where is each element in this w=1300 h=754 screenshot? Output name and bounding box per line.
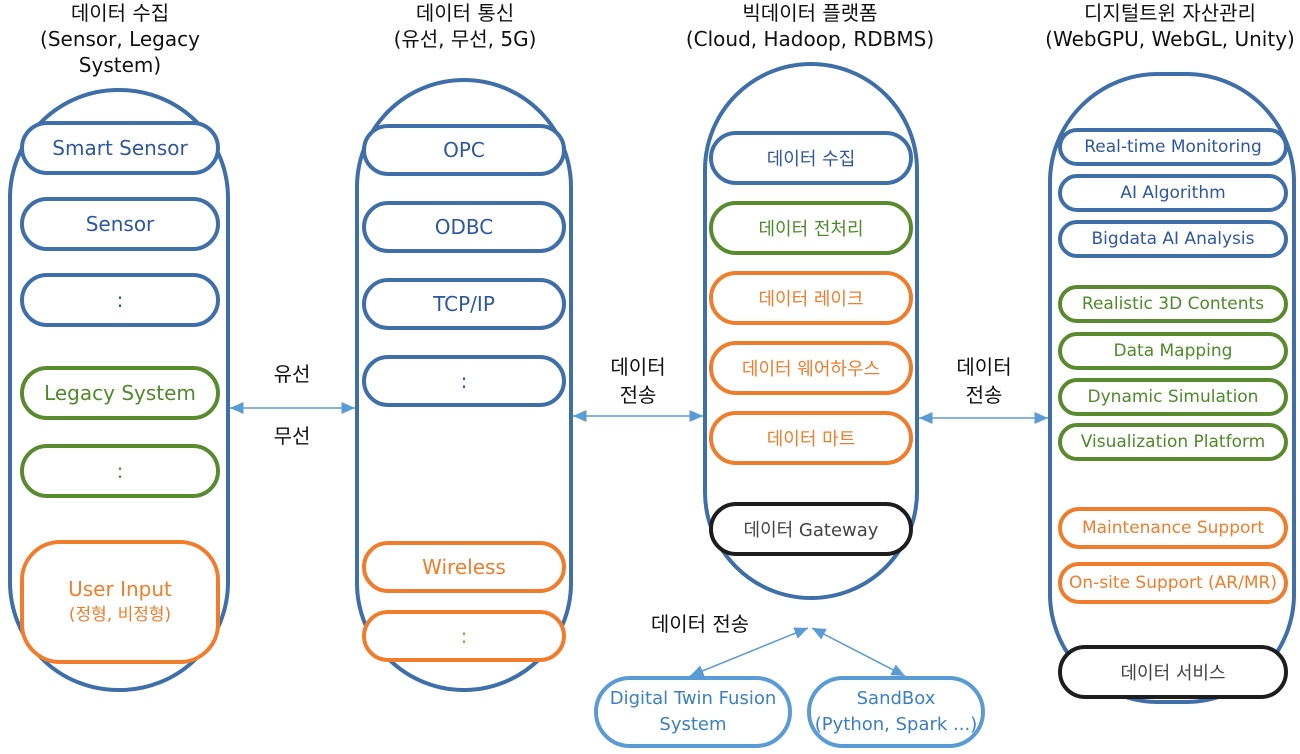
header-data-collection: 데이터 수집 (Sensor, Legacy System) xyxy=(0,0,240,78)
item-label: ODBC xyxy=(434,215,494,239)
item-ellipsis: : xyxy=(20,273,220,327)
item-realtime-monitoring: Real-time Monitoring xyxy=(1058,128,1288,166)
label-wired: 유선 xyxy=(273,362,311,386)
item-dynamic-simulation: Dynamic Simulation xyxy=(1058,378,1288,416)
item-ellipsis: : xyxy=(20,444,220,498)
item-label: 데이터 Gateway xyxy=(743,520,879,541)
header-digital-twin: 디지털트윈 자산관리 (WebGPU, WebGL, Unity) xyxy=(1040,0,1300,52)
item-smart-sensor: Smart Sensor xyxy=(20,121,220,175)
arrow-platform-sandbox xyxy=(811,627,906,677)
label-transfer-1: 데이터 전송 xyxy=(598,353,678,409)
header-bigdata-platform: 빅데이터 플랫폼 (Cloud, Hadoop, RDBMS) xyxy=(680,0,940,52)
box-label: SandBox xyxy=(856,688,936,709)
item-label: Legacy System xyxy=(44,381,196,405)
item-odbc: ODBC xyxy=(362,201,566,253)
item-tcp-ip: TCP/IP xyxy=(362,278,566,330)
header-title: 데이터 수집 xyxy=(70,1,170,25)
item-bigdata-ai-analysis: Bigdata AI Analysis xyxy=(1058,220,1288,258)
item-wireless: Wireless xyxy=(362,541,566,593)
item-label: Smart Sensor xyxy=(52,136,188,160)
item-label: Wireless xyxy=(422,555,506,579)
box-digital-twin-fusion: Digital Twin Fusion System xyxy=(594,676,792,748)
header-subtitle: (WebGPU, WebGL, Unity) xyxy=(1045,27,1295,51)
header-title: 데이터 통신 xyxy=(415,1,515,25)
item-label: On-site Support (AR/MR) xyxy=(1069,573,1277,593)
item-data-collection: 데이터 수집 xyxy=(709,131,913,185)
item-label: Real-time Monitoring xyxy=(1084,137,1262,157)
box-sandbox: SandBox (Python, Spark ...) xyxy=(807,676,985,748)
item-label: Sensor xyxy=(85,212,155,236)
header-title: 빅데이터 플랫폼 xyxy=(742,1,878,25)
item-legacy-system: Legacy System xyxy=(20,366,220,420)
item-label: Dynamic Simulation xyxy=(1087,387,1259,407)
label-wireless: 무선 xyxy=(273,424,311,448)
item-realistic-3d: Realistic 3D Contents xyxy=(1058,285,1288,323)
item-sensor: Sensor xyxy=(20,197,220,251)
item-label: : xyxy=(116,288,124,312)
item-onsite-support: On-site Support (AR/MR) xyxy=(1058,562,1288,604)
item-label: Realistic 3D Contents xyxy=(1081,294,1265,314)
item-label: Maintenance Support xyxy=(1081,518,1265,538)
label-transfer-bottom: 데이터 전송 xyxy=(650,612,750,636)
item-label: 데이터 웨어하우스 xyxy=(741,359,881,380)
item-label: Bigdata AI Analysis xyxy=(1091,229,1255,249)
arrow-platform-twin xyxy=(689,627,809,677)
item-label: : xyxy=(460,369,468,393)
item-label: Data Mapping xyxy=(1113,341,1233,361)
item-opc: OPC xyxy=(362,124,566,176)
item-data-lake: 데이터 레이크 xyxy=(709,271,913,325)
box-label: System xyxy=(659,714,727,735)
item-ai-algorithm: AI Algorithm xyxy=(1058,174,1288,212)
item-data-warehouse: 데이터 웨어하우스 xyxy=(709,341,913,395)
item-label: OPC xyxy=(443,138,485,162)
item-label: 데이터 레이크 xyxy=(758,289,864,310)
item-data-preprocessing: 데이터 전처리 xyxy=(709,201,913,255)
item-label: 데이터 수집 xyxy=(766,149,856,170)
item-data-gateway: 데이터 Gateway xyxy=(709,502,913,556)
item-label: Visualization Platform xyxy=(1080,432,1266,452)
item-label: : xyxy=(116,459,124,483)
item-label: TCP/IP xyxy=(433,292,495,316)
item-visualization-platform: Visualization Platform xyxy=(1058,423,1288,461)
label-line: 전송 xyxy=(965,383,1003,407)
item-data-mart: 데이터 마트 xyxy=(709,411,913,465)
item-ellipsis: : xyxy=(362,610,566,662)
item-label: 데이터 전처리 xyxy=(758,219,864,240)
header-subtitle: (Sensor, Legacy System) xyxy=(40,27,200,77)
item-sublabel: (정형, 비정형) xyxy=(68,605,172,625)
item-maintenance-support: Maintenance Support xyxy=(1058,507,1288,549)
item-label: AI Algorithm xyxy=(1120,183,1226,203)
box-label: (Python, Spark ...) xyxy=(814,714,978,735)
item-data-service: 데이터 서비스 xyxy=(1058,645,1288,699)
item-ellipsis: : xyxy=(362,355,566,407)
item-label: : xyxy=(460,624,468,648)
label-line: 전송 xyxy=(619,383,657,407)
box-label: Digital Twin Fusion xyxy=(609,688,777,709)
item-label: 데이터 서비스 xyxy=(1120,663,1226,684)
item-label: 데이터 마트 xyxy=(766,429,856,450)
header-data-communication: 데이터 통신 (유선, 무선, 5G) xyxy=(340,0,590,52)
item-user-input: User Input (정형, 비정형) xyxy=(20,540,220,664)
header-title: 디지털트윈 자산관리 xyxy=(1084,1,1256,25)
item-data-mapping: Data Mapping xyxy=(1058,332,1288,370)
label-transfer-2: 데이터 전송 xyxy=(944,353,1024,409)
label-line: 데이터 xyxy=(610,355,666,379)
item-label: User Input xyxy=(68,577,172,601)
header-subtitle: (Cloud, Hadoop, RDBMS) xyxy=(685,27,935,51)
label-line: 데이터 xyxy=(956,355,1012,379)
header-subtitle: (유선, 무선, 5G) xyxy=(393,27,537,51)
